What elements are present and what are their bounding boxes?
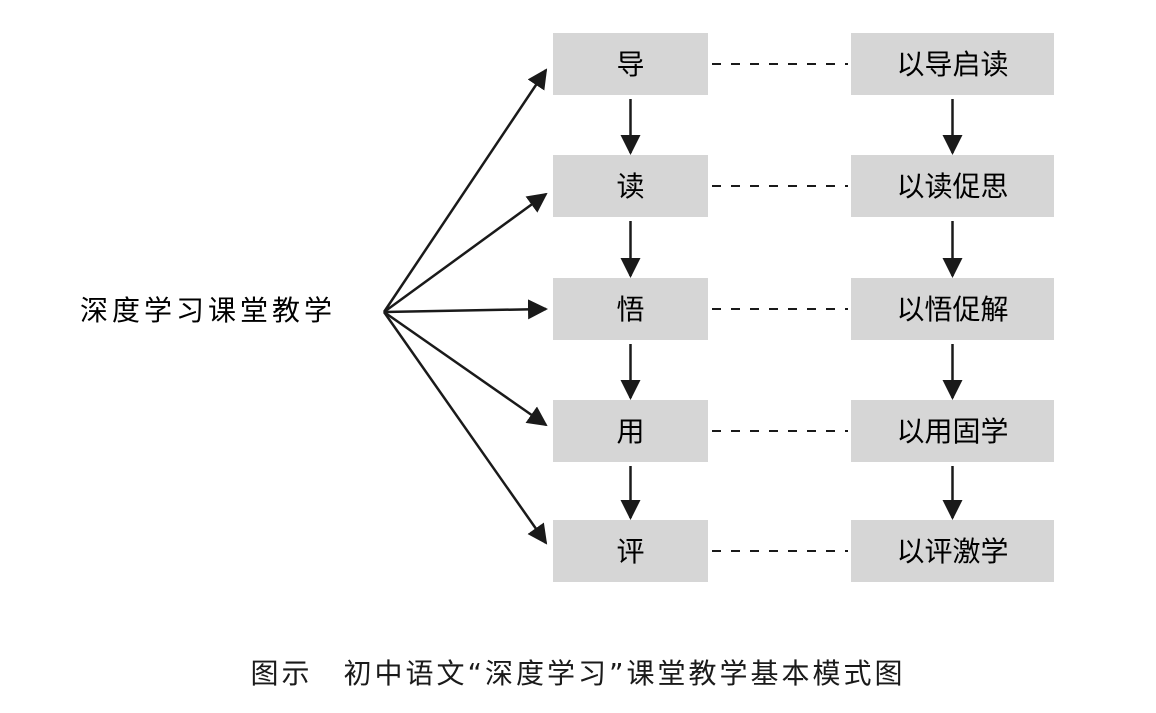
- strategy-node: 以评激学: [851, 520, 1054, 582]
- stage-box: [553, 155, 708, 217]
- fan-arrows: [382, 68, 548, 545]
- stage-box: [553, 33, 708, 95]
- stage-box: [553, 400, 708, 462]
- fan-arrow: [382, 311, 548, 545]
- stage-label: 导: [616, 48, 644, 81]
- strategy-node: 以用固学: [851, 400, 1054, 462]
- strategy-label: 以读促思: [896, 170, 1008, 203]
- stage-label: 评: [616, 535, 644, 568]
- stage-box: [553, 278, 708, 340]
- strategy-label: 以导启读: [896, 48, 1008, 81]
- strategy-label: 以用固学: [896, 415, 1008, 448]
- dashed-connectors: [712, 63, 848, 552]
- stage-box: [553, 520, 708, 582]
- strategy-box: [851, 400, 1054, 462]
- strategy-box: [851, 33, 1054, 95]
- stage-label: 用: [616, 415, 644, 448]
- strategy-node: 以悟促解: [851, 278, 1054, 340]
- fan-arrow: [383, 192, 548, 314]
- fan-arrow: [382, 68, 548, 313]
- strategy-box: [851, 155, 1054, 217]
- strategy-node: 以读促思: [851, 155, 1054, 217]
- stage-node: 读: [553, 155, 708, 217]
- strategy-label: 以评激学: [896, 535, 1008, 568]
- strategy-node: 以导启读: [851, 33, 1054, 95]
- root-node-label: 深度学习课堂教学: [80, 294, 336, 327]
- stage-node: 导: [553, 33, 708, 95]
- stage-label: 读: [616, 170, 644, 203]
- strategy-box: [851, 278, 1054, 340]
- strategy-label: 以悟促解: [896, 293, 1008, 326]
- fan-arrow: [383, 299, 548, 320]
- stage-node: 用: [553, 400, 708, 462]
- stage-node: 评: [553, 520, 708, 582]
- fan-arrow: [383, 310, 548, 427]
- stage-node: 悟: [553, 278, 708, 340]
- figure-caption: 图示 初中语文“深度学习”课堂教学基本模式图: [250, 657, 906, 690]
- stage-label: 悟: [616, 293, 644, 326]
- strategy-box: [851, 520, 1054, 582]
